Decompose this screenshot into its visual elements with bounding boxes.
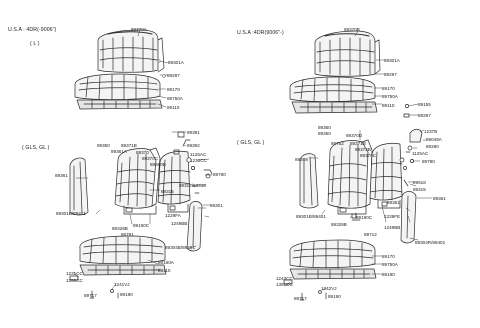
part-label: 89370C — [360, 153, 377, 158]
part-label: 89361 — [387, 200, 400, 205]
part-label: 89361 — [55, 173, 68, 178]
part-label: 89750A — [167, 96, 183, 101]
part-label: 89049A — [426, 137, 442, 142]
part-label: 1241VJ — [114, 282, 130, 287]
right-variant-mid: ( GLS, GL ) — [237, 140, 265, 146]
right-bottom-leaders — [285, 255, 383, 291]
left-bottom-seat-cushion — [69, 235, 167, 299]
part-label: 89371B — [350, 141, 366, 146]
part-label: 89170 — [382, 254, 395, 259]
part-label: 89752 — [331, 141, 344, 146]
right-bottom-seat-cushion — [283, 239, 377, 301]
left-section-header: U.S.A : 4DR(-9006") — [8, 27, 57, 33]
part-label: 1230CC — [190, 158, 207, 163]
part-label: 89388 — [295, 157, 308, 162]
part-label: 1231CC — [66, 271, 83, 276]
part-label: 89315 — [161, 189, 174, 194]
part-label: 1249BB — [384, 225, 401, 230]
part-label: 89360B — [150, 162, 166, 167]
part-label: 1243CC — [276, 276, 293, 281]
part-label: 89317/89318 — [179, 183, 206, 188]
part-label: 89301A — [168, 60, 184, 65]
part-label: 1242VJ — [321, 286, 337, 291]
part-label: 89160A — [158, 260, 174, 265]
part-label: 89618 — [413, 180, 426, 185]
part-label: 89190 — [120, 292, 133, 297]
left-mid-seat-backs — [114, 131, 213, 217]
part-label: 89328B — [112, 226, 128, 231]
part-label: 89361A — [111, 149, 127, 154]
left-top-leaders — [137, 29, 169, 108]
part-label: 89370 — [136, 150, 149, 155]
part-label: 1351CC — [276, 282, 293, 287]
part-label: 89350 — [97, 143, 110, 148]
part-label: 89110 — [382, 103, 395, 108]
part-label: 89712 — [364, 232, 377, 237]
right-mid-leaders — [309, 129, 433, 241]
part-label: 1125AC — [190, 152, 207, 157]
part-label: 89350 — [318, 131, 331, 136]
part-label: 89297 — [384, 72, 397, 77]
part-label: 89372B — [355, 147, 371, 152]
left-variant-mid: ( GLS, GL ) — [22, 145, 50, 151]
part-label: 89328B — [331, 222, 347, 227]
part-label: 89750A — [382, 94, 398, 99]
part-label: 89750A — [382, 262, 398, 267]
left-mid-side-bolsters — [69, 157, 203, 252]
part-label: 89780 — [213, 172, 226, 177]
part-label: 89780 — [422, 159, 435, 164]
part-label: 89301B/89401 — [296, 214, 326, 219]
part-label: 89110 — [158, 268, 171, 273]
right-top-seat-back — [314, 30, 381, 77]
part-label: 85791 — [121, 232, 134, 237]
left-bottom-leaders — [73, 259, 161, 290]
part-label: 89304B/89401 — [165, 245, 195, 250]
part-label: 89304R/89401 — [415, 240, 446, 245]
part-label: 89297 — [418, 113, 431, 118]
left-mid-leaders — [75, 131, 213, 249]
part-label: 89360 — [318, 125, 331, 130]
part-label: 89370A — [131, 27, 147, 32]
part-label: 89110 — [167, 105, 180, 110]
part-label: 1237B — [424, 129, 438, 134]
part-label: 89190 — [328, 294, 341, 299]
part-label: 89371B — [121, 143, 137, 148]
right-section-header: U.S.A :4DR(9006"-) — [237, 30, 284, 36]
right-mid-side-bolsters — [299, 153, 417, 244]
part-label: 89280 — [426, 144, 439, 149]
part-label: 89190C — [133, 223, 150, 228]
part-label: 89301B/89401 — [56, 211, 86, 216]
part-label: 89190 — [382, 272, 395, 277]
part-label: 89370C — [142, 156, 159, 161]
right-top-leaders — [354, 30, 419, 116]
right-top-seat-cushion — [289, 76, 410, 118]
part-label: 1249BB — [171, 221, 188, 226]
part-label: 89170 — [167, 87, 180, 92]
part-label: 89170 — [382, 86, 395, 91]
part-label: 89297 — [167, 73, 180, 78]
left-top-seat-back — [97, 29, 165, 73]
part-label: 89301 — [210, 203, 223, 208]
part-label: 1125AC — [412, 151, 429, 156]
part-label: 1229FA — [165, 213, 181, 218]
left-variant-top: ( L ) — [30, 41, 40, 47]
part-label: 89392 — [187, 143, 200, 148]
left-top-seat-cushion — [74, 73, 163, 110]
part-label: 89391 — [187, 130, 200, 135]
part-label: 89370D — [346, 133, 363, 138]
part-label: 1350CC — [66, 278, 83, 283]
part-label: 89361 — [433, 196, 446, 201]
part-label: 89155 — [418, 102, 431, 107]
part-label: 89717 — [294, 296, 307, 301]
part-label: 89315 — [413, 187, 426, 192]
part-label: 89717 — [84, 293, 97, 298]
part-label: 89190C — [356, 215, 373, 220]
part-label: 89301A — [384, 58, 400, 63]
part-label: 89370B — [344, 27, 360, 32]
part-label: 1229FE — [384, 214, 401, 219]
